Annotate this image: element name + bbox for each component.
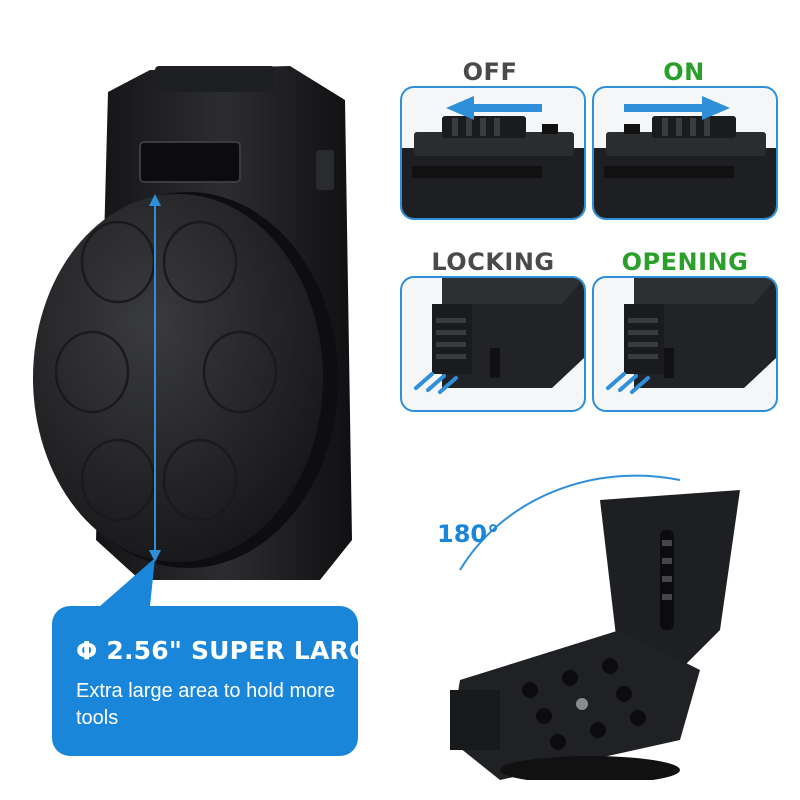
callout-title: Φ 2.56" SUPER LARGE: [76, 636, 387, 665]
locking-label: LOCKING: [431, 248, 555, 276]
off-panel: [400, 86, 586, 220]
off-label: OFF: [462, 58, 518, 86]
locking-illustration: [414, 278, 584, 394]
callout-description: Extra large area to hold more tools: [76, 680, 336, 729]
on-illustration: [594, 96, 776, 218]
rotation-angle-label: 180°: [437, 520, 500, 548]
opening-illustration: [606, 278, 776, 394]
locking-panel: [400, 276, 586, 412]
opening-label: OPENING: [621, 248, 749, 276]
rotation-illustration: [450, 474, 740, 780]
off-illustration: [402, 96, 584, 218]
on-label: ON: [663, 58, 705, 86]
size-callout: Φ 2.56" SUPER LARGE Extra large area to …: [52, 606, 387, 756]
on-panel: [592, 86, 778, 220]
opening-panel: [592, 276, 778, 412]
